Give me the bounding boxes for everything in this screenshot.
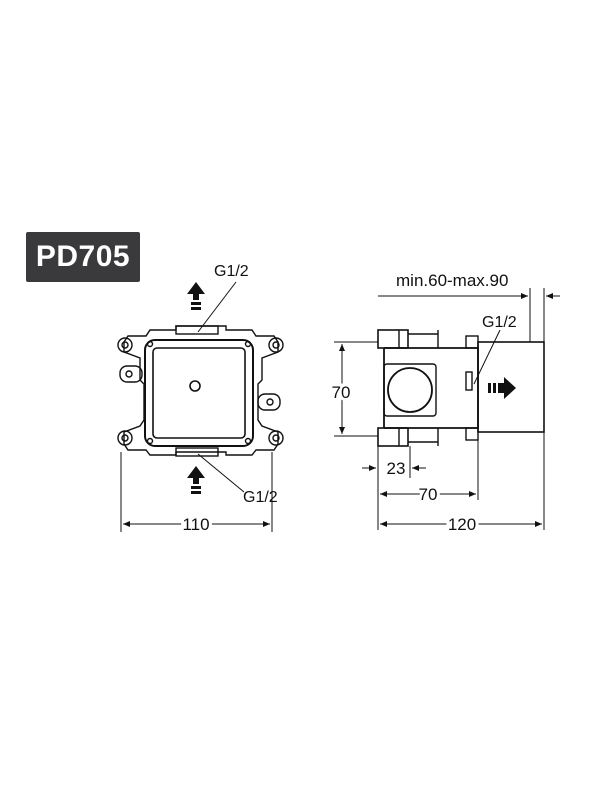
depth-range-label: min.60-max.90: [396, 271, 508, 290]
offset-dim-label: 23: [387, 459, 406, 478]
valve-body: [144, 339, 254, 447]
depth-range-dimension: [378, 288, 560, 342]
side-view: [377, 329, 545, 447]
total-depth-dim-label: 120: [448, 515, 476, 534]
height-dim-label: 70: [332, 383, 351, 402]
center-hole: [189, 380, 201, 392]
inlet-bottom-label: G1/2: [243, 489, 278, 506]
front-view: [117, 325, 284, 457]
body-depth-dim-label: 70: [419, 485, 438, 504]
outlet-top-label: G1/2: [214, 263, 249, 280]
depth-extension: [477, 341, 545, 433]
width-dimension: [120, 452, 273, 532]
flow-arrow-right-icon: [488, 377, 516, 399]
model-badge: PD705: [26, 232, 140, 282]
flow-arrow-up-icon: [187, 282, 205, 310]
cartridge-circle: [387, 367, 433, 413]
height-dimension: [334, 341, 378, 437]
flow-arrow-up-icon: [187, 466, 205, 494]
mounting-frame: [123, 325, 279, 456]
side-outlet-label: G1/2: [482, 314, 517, 331]
width-dim-label: 110: [182, 515, 209, 534]
